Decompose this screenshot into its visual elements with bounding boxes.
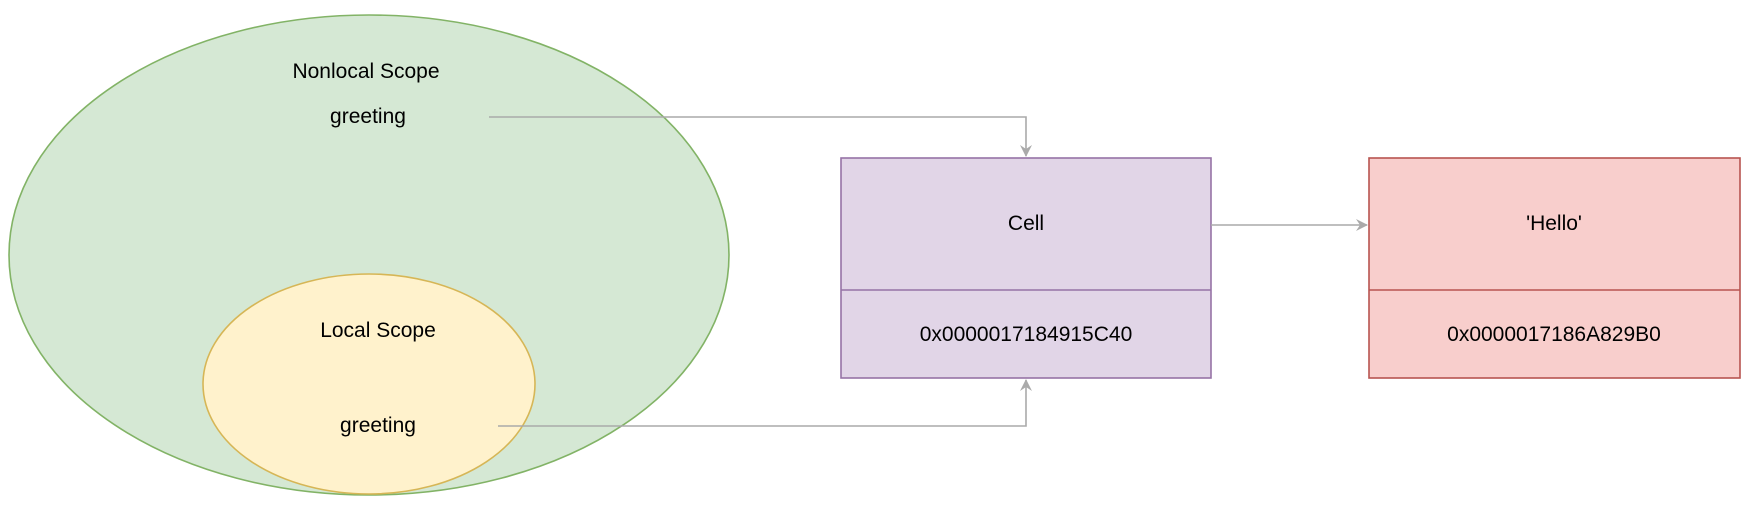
nonlocal-scope-ellipse [8,14,730,496]
value-box [1368,157,1741,379]
cell-object: Cell 0x0000017184915C40 [840,157,1212,379]
cell-box [840,157,1212,379]
local-scope-ellipse [202,273,536,495]
nonlocal-scope-title: Nonlocal Scope [292,60,439,83]
cell-address: 0x0000017184915C40 [920,323,1133,346]
nonlocal-greeting-label: greeting [330,105,406,128]
nonlocal-scope: Nonlocal Scope greeting [8,14,730,496]
value-label: 'Hello' [1526,212,1582,235]
value-address: 0x0000017186A829B0 [1447,323,1661,346]
value-object: 'Hello' 0x0000017186A829B0 [1368,157,1741,379]
local-scope-title: Local Scope [320,319,436,342]
local-to-cell-arrow [498,379,1032,427]
local-greeting-label: greeting [340,414,416,437]
cell-label: Cell [1008,212,1044,235]
nonlocal-to-cell-arrow [489,116,1032,157]
local-scope: Local Scope greeting [202,273,536,495]
